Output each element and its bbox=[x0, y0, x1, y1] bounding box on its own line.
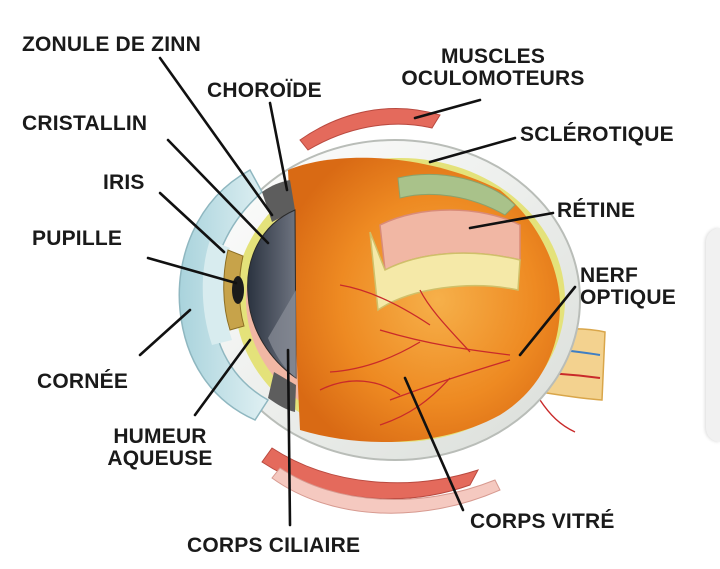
label-zonule-de-zinn: ZONULE DE ZINN bbox=[22, 33, 201, 56]
label-sclerotique: SCLÉROTIQUE bbox=[520, 123, 674, 146]
label-muscles-line2: OCULOMOTEURS bbox=[401, 67, 585, 90]
label-retine: RÉTINE bbox=[557, 199, 636, 222]
label-corps-vitre: CORPS VITRÉ bbox=[470, 510, 615, 533]
label-corps-ciliaire: CORPS CILIAIRE bbox=[187, 534, 361, 557]
label-choroide: CHOROÏDE bbox=[207, 79, 322, 102]
label-pupille: PUPILLE bbox=[32, 227, 123, 250]
label-humeur-line1: HUMEUR bbox=[113, 425, 207, 448]
label-nerf-line2: OPTIQUE bbox=[580, 286, 676, 309]
label-nerf-line1: NERF bbox=[580, 264, 638, 287]
label-muscles-oculomoteurs: MUSCLES OCULOMOTEURS bbox=[398, 46, 588, 90]
leader-lines bbox=[138, 56, 577, 527]
label-humeur-line2: AQUEUSE bbox=[107, 447, 213, 470]
label-muscles-line1: MUSCLES bbox=[440, 45, 546, 68]
inner-layers bbox=[235, 157, 565, 443]
label-humeur-aqueuse: HUMEUR AQUEUSE bbox=[95, 426, 225, 470]
label-nerf-optique: NERF OPTIQUE bbox=[580, 265, 676, 309]
label-cornee: CORNÉE bbox=[37, 370, 129, 393]
edge-scroll-handle[interactable] bbox=[706, 228, 720, 442]
iris bbox=[223, 249, 245, 331]
oculomotor-muscles bbox=[261, 108, 501, 514]
label-iris: IRIS bbox=[103, 171, 145, 194]
label-cristallin: CRISTALLIN bbox=[22, 112, 148, 135]
